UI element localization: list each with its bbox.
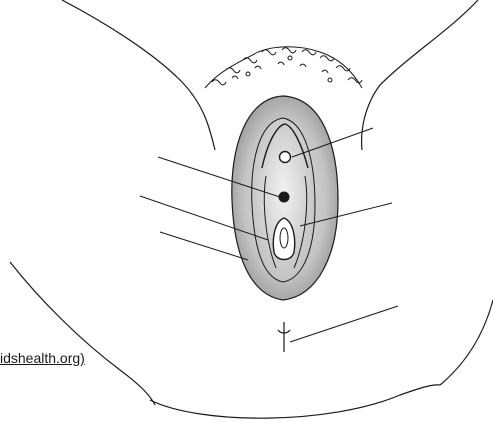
left-thigh-contour bbox=[62, 0, 215, 150]
pubic-hair bbox=[205, 47, 362, 88]
leader-lower-left bbox=[160, 232, 248, 260]
source-credit-link[interactable]: idshealth.org) bbox=[0, 350, 85, 367]
left-hip-line bbox=[10, 262, 155, 405]
urethral-opening-mark bbox=[279, 192, 289, 202]
right-hip-line bbox=[440, 300, 493, 385]
leader-bottom-right bbox=[290, 306, 398, 342]
anus-mark bbox=[278, 322, 290, 352]
clitoris-mark bbox=[280, 152, 291, 163]
right-thigh-contour bbox=[362, 0, 478, 150]
lower-abdomen-curve bbox=[150, 385, 440, 418]
